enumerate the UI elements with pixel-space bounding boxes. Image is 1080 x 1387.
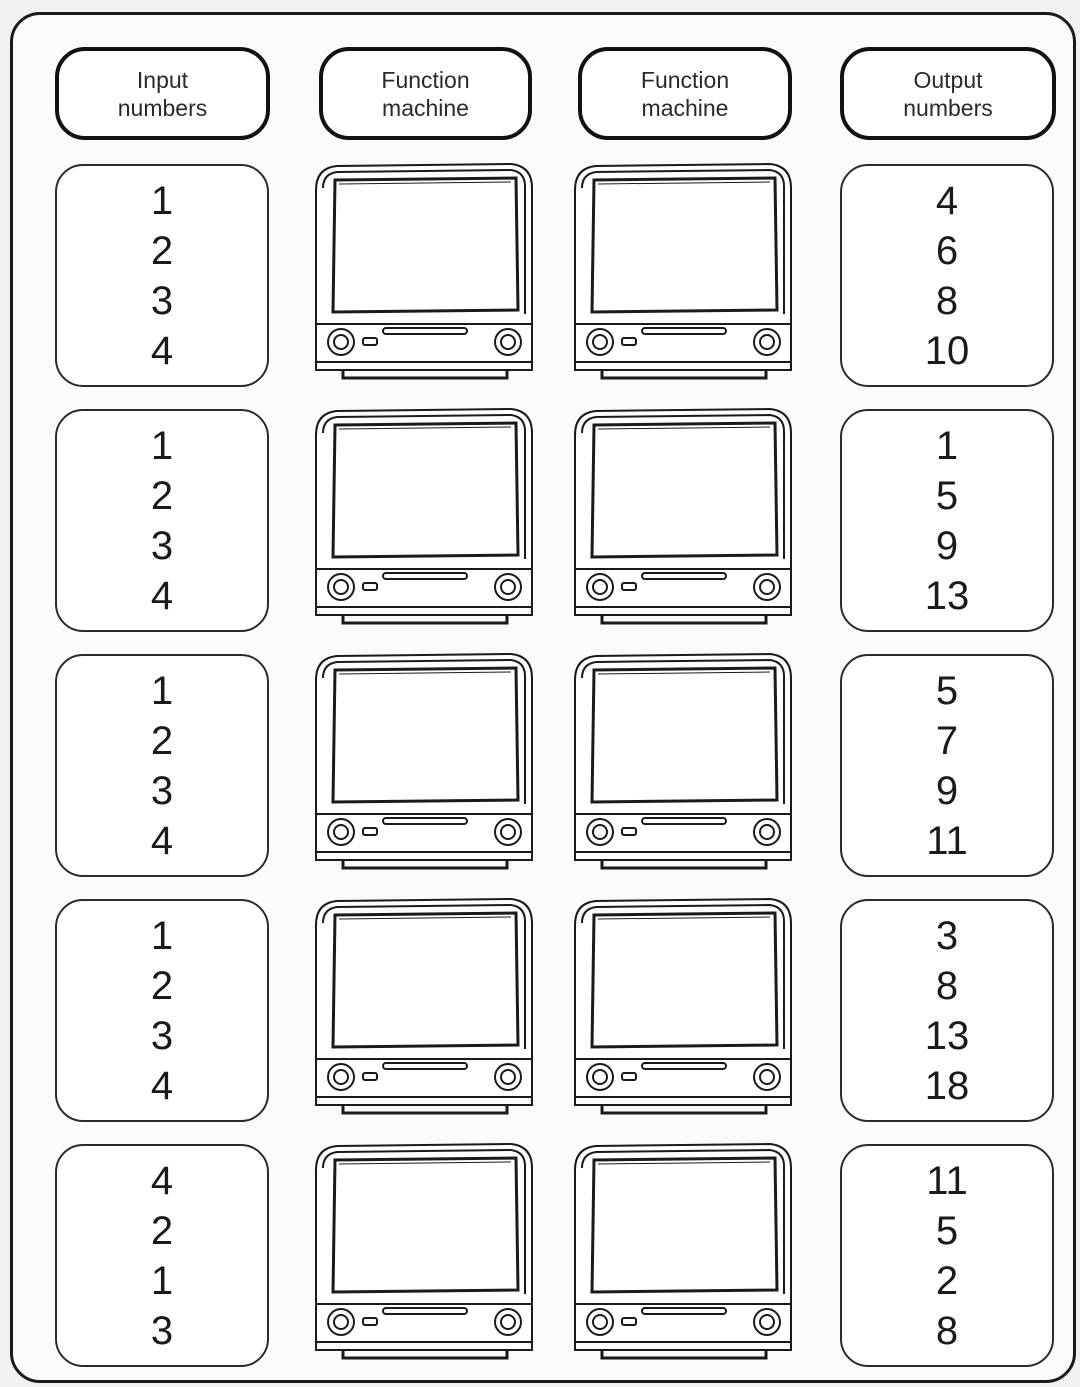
output-number: 8	[936, 1306, 958, 1356]
input-numbers-box-5: 4 2 1 3	[55, 1144, 269, 1367]
function-machine-1-row-5	[311, 1142, 537, 1362]
output-number: 8	[936, 276, 958, 326]
input-number: 3	[151, 766, 173, 816]
function-machine-1-row-2	[311, 407, 537, 627]
output-number: 10	[925, 326, 970, 376]
computer-monitor-icon	[570, 652, 796, 872]
input-number: 1	[151, 421, 173, 471]
computer-monitor-icon	[311, 1142, 537, 1362]
input-number: 1	[151, 666, 173, 716]
input-number: 3	[151, 1306, 173, 1356]
input-number: 2	[151, 961, 173, 1011]
output-number: 5	[936, 666, 958, 716]
output-numbers-box-1: 4 6 8 10	[840, 164, 1054, 387]
computer-monitor-icon	[311, 652, 537, 872]
input-number: 2	[151, 1206, 173, 1256]
input-number: 1	[151, 1256, 173, 1306]
output-number: 7	[936, 716, 958, 766]
input-number: 2	[151, 226, 173, 276]
function-machine-1-row-4	[311, 897, 537, 1117]
input-numbers-box-1: 1 2 3 4	[55, 164, 269, 387]
function-machine-1-row-1	[311, 162, 537, 382]
input-number: 3	[151, 1011, 173, 1061]
computer-monitor-icon	[570, 162, 796, 382]
computer-monitor-icon	[311, 897, 537, 1117]
output-number: 11	[926, 816, 968, 866]
function-machine-2-row-2	[570, 407, 796, 627]
output-numbers-box-2: 1 5 9 13	[840, 409, 1054, 632]
input-numbers-box-4: 1 2 3 4	[55, 899, 269, 1122]
output-number: 11	[926, 1156, 968, 1206]
computer-monitor-icon	[311, 162, 537, 382]
output-number: 9	[936, 766, 958, 816]
function-machine-2-row-5	[570, 1142, 796, 1362]
input-number: 3	[151, 521, 173, 571]
computer-monitor-icon	[311, 407, 537, 627]
output-number: 5	[936, 1206, 958, 1256]
output-number: 18	[925, 1061, 970, 1111]
header-input-numbers: Input numbers	[55, 47, 270, 140]
function-machine-2-row-3	[570, 652, 796, 872]
input-number: 4	[151, 571, 173, 621]
input-number: 4	[151, 326, 173, 376]
output-number: 3	[936, 911, 958, 961]
computer-monitor-icon	[570, 897, 796, 1117]
output-number: 8	[936, 961, 958, 1011]
output-numbers-box-3: 5 7 9 11	[840, 654, 1054, 877]
header-function-machine-2: Function machine	[578, 47, 792, 140]
header-machine2-line2: machine	[642, 94, 729, 122]
input-number: 2	[151, 716, 173, 766]
output-number: 13	[925, 1011, 970, 1061]
output-number: 6	[936, 226, 958, 276]
header-input-line2: numbers	[118, 94, 207, 122]
header-output-line2: numbers	[903, 94, 992, 122]
output-number: 2	[936, 1256, 958, 1306]
input-number: 1	[151, 911, 173, 961]
header-machine1-line2: machine	[382, 94, 469, 122]
input-numbers-box-2: 1 2 3 4	[55, 409, 269, 632]
output-number: 13	[925, 571, 970, 621]
header-machine1-line1: Function	[381, 66, 469, 94]
function-machine-2-row-4	[570, 897, 796, 1117]
header-machine2-line1: Function	[641, 66, 729, 94]
computer-monitor-icon	[570, 407, 796, 627]
header-input-line1: Input	[137, 66, 188, 94]
input-number: 4	[151, 1156, 173, 1206]
function-machine-1-row-3	[311, 652, 537, 872]
header-output-line1: Output	[913, 66, 982, 94]
input-numbers-box-3: 1 2 3 4	[55, 654, 269, 877]
input-number: 3	[151, 276, 173, 326]
output-number: 5	[936, 471, 958, 521]
output-number: 9	[936, 521, 958, 571]
header-function-machine-1: Function machine	[319, 47, 532, 140]
input-number: 4	[151, 1061, 173, 1111]
function-machine-2-row-1	[570, 162, 796, 382]
input-number: 4	[151, 816, 173, 866]
input-number: 1	[151, 176, 173, 226]
output-numbers-box-5: 11 5 2 8	[840, 1144, 1054, 1367]
output-numbers-box-4: 3 8 13 18	[840, 899, 1054, 1122]
input-number: 2	[151, 471, 173, 521]
header-output-numbers: Output numbers	[840, 47, 1056, 140]
output-number: 1	[936, 421, 958, 471]
computer-monitor-icon	[570, 1142, 796, 1362]
output-number: 4	[936, 176, 958, 226]
